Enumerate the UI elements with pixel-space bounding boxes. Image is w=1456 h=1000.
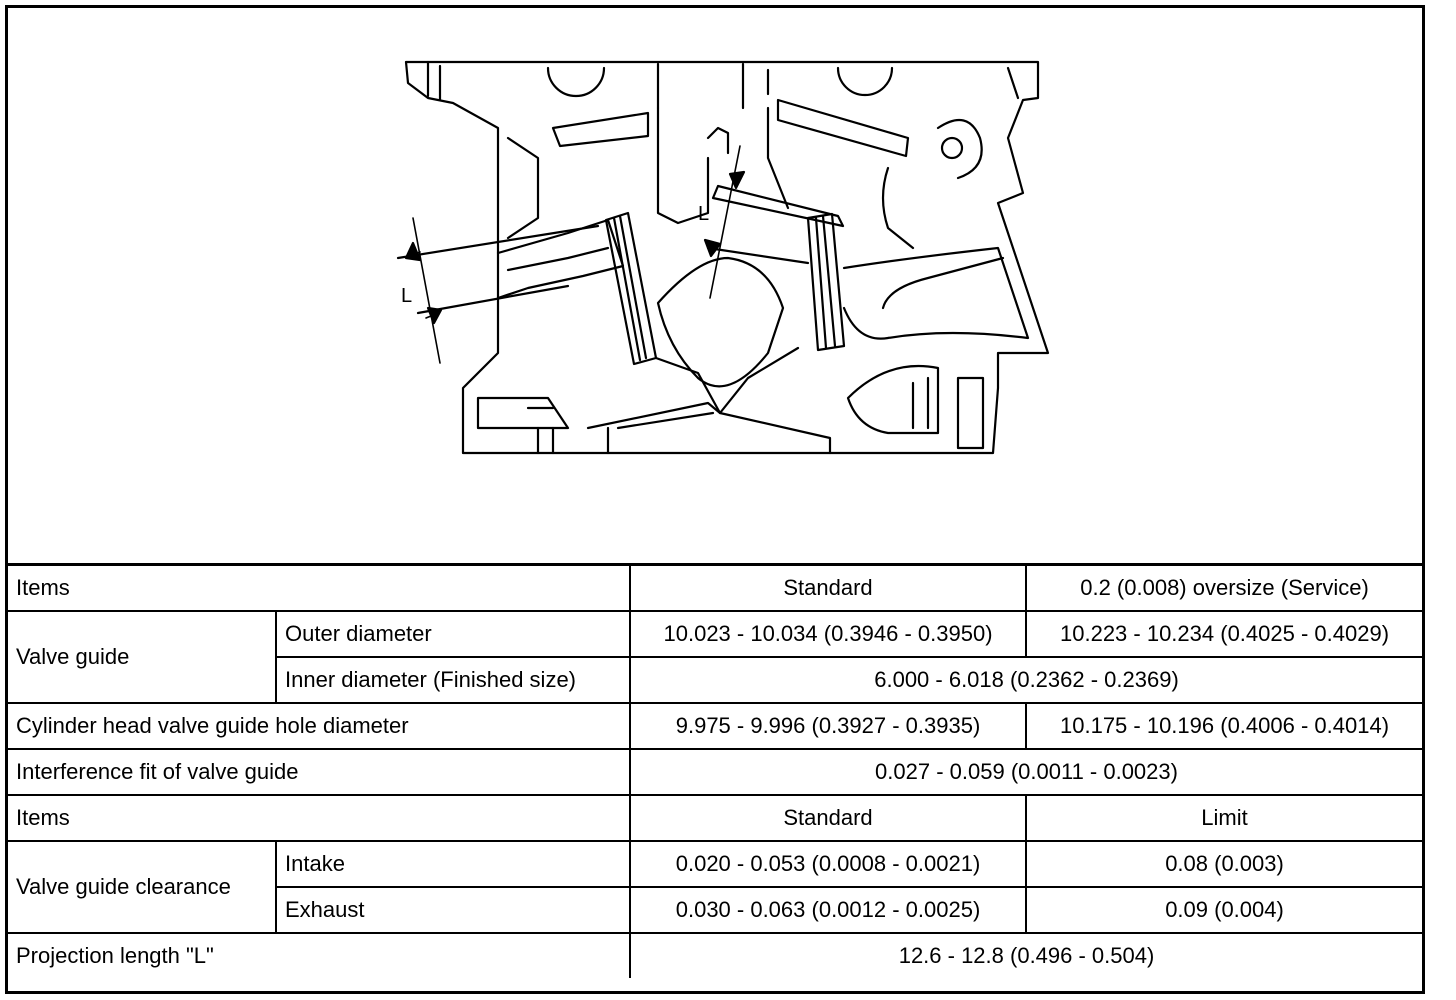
row-label-hole-diameter: Cylinder head valve guide hole diameter: [8, 702, 632, 750]
table-row: Items Standard 0.2 (0.008) oversize (Ser…: [8, 563, 1423, 612]
exhaust-limit: 0.09 (0.004): [1025, 886, 1423, 934]
table-row: Interference fit of valve guide 0.027 - …: [8, 748, 1423, 796]
group-valve-guide-clearance: Valve guide clearance: [8, 840, 277, 934]
intake-limit: 0.08 (0.003): [1025, 840, 1423, 888]
hole-diameter-standard: 9.975 - 9.996 (0.3927 - 0.3935): [629, 702, 1028, 750]
group-valve-guide: Valve guide: [8, 610, 277, 704]
document-frame: L L Items Standard 0.2 (0.008) oversize …: [5, 5, 1425, 994]
table-row: Valve guide Outer diameter 10.023 - 10.0…: [8, 610, 1423, 704]
header-limit: Limit: [1025, 794, 1423, 842]
row-label-projection-length: Projection length "L": [8, 932, 632, 978]
cylinder-head-cross-section-figure: L L: [8, 8, 1422, 563]
exhaust-standard: 0.030 - 0.063 (0.0012 - 0.0025): [629, 886, 1028, 934]
header-standard: Standard: [629, 563, 1028, 612]
inner-diameter-value: 6.000 - 6.018 (0.2362 - 0.2369): [629, 656, 1423, 704]
table-row: Exhaust 0.030 - 0.063 (0.0012 - 0.0025) …: [8, 886, 1423, 934]
header-items-2: Items: [8, 794, 632, 842]
header-oversize: 0.2 (0.008) oversize (Service): [1025, 563, 1423, 612]
table-row: Inner diameter (Finished size) 6.000 - 6…: [8, 656, 1423, 704]
projection-length-value: 12.6 - 12.8 (0.496 - 0.504): [629, 932, 1423, 978]
row-label-outer-diameter: Outer diameter: [274, 610, 632, 658]
valve-guide-spec-table: Items Standard 0.2 (0.008) oversize (Ser…: [8, 563, 1423, 978]
outer-diameter-oversize: 10.223 - 10.234 (0.4025 - 0.4029): [1025, 610, 1423, 658]
callout-l-center: L: [698, 203, 709, 225]
callout-l-left: L: [401, 285, 412, 307]
header-items: Items: [8, 563, 632, 612]
table-row: Items Standard Limit: [8, 794, 1423, 842]
outer-diameter-standard: 10.023 - 10.034 (0.3946 - 0.3950): [629, 610, 1028, 658]
intake-standard: 0.020 - 0.053 (0.0008 - 0.0021): [629, 840, 1028, 888]
row-label-inner-diameter: Inner diameter (Finished size): [274, 656, 632, 704]
cylinder-head-drawing: L L: [396, 60, 1050, 455]
table-row: Valve guide clearance Intake 0.020 - 0.0…: [8, 840, 1423, 934]
row-label-exhaust: Exhaust: [274, 886, 632, 934]
header-standard-2: Standard: [629, 794, 1028, 842]
hole-diameter-oversize: 10.175 - 10.196 (0.4006 - 0.4014): [1025, 702, 1423, 750]
interference-fit-value: 0.027 - 0.059 (0.0011 - 0.0023): [629, 748, 1423, 796]
table-row: Projection length "L" 12.6 - 12.8 (0.496…: [8, 932, 1423, 978]
table-row: Cylinder head valve guide hole diameter …: [8, 702, 1423, 750]
row-label-interference-fit: Interference fit of valve guide: [8, 748, 632, 796]
row-label-intake: Intake: [274, 840, 632, 888]
